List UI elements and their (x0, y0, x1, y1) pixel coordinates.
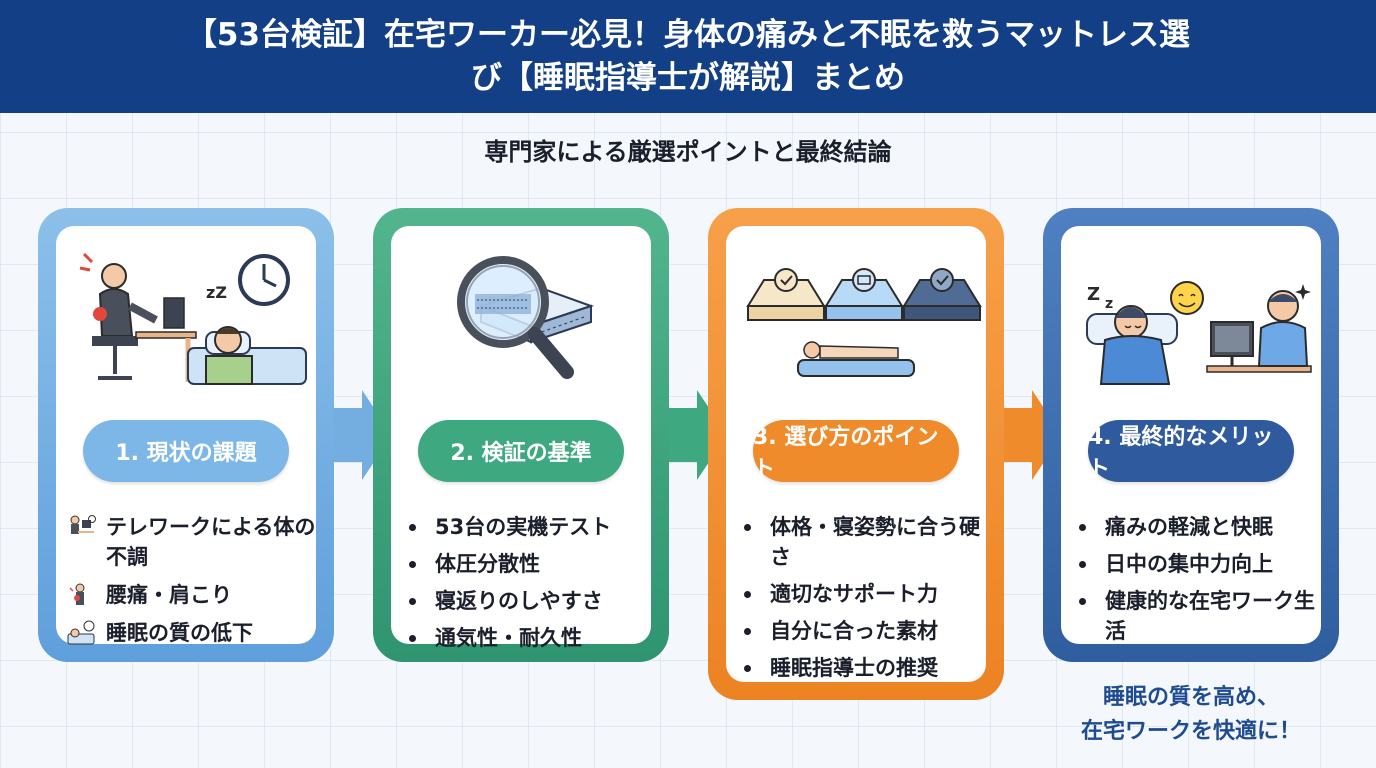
list-item: 体圧分散性 (391, 549, 651, 579)
step-card-4: Z z 4. 最終的なメリット 痛みの軽減と快眠 日中の集中力向上 健康的な在宅… (1043, 208, 1339, 662)
list-item: 日中の集中力向上 (1061, 549, 1321, 579)
mattress-choice-illustration (746, 268, 982, 377)
snore-text: z (1105, 296, 1113, 312)
step-label-2: 2. 検証の基準 (418, 420, 624, 482)
list-item: 寝返りのしやすさ (391, 586, 651, 616)
step-3-list: 体格・寝姿勢に合う硬さ 適切なサポート力 自分に合った素材 睡眠指導士の推奨 (726, 512, 986, 690)
page-header: 【53台検証】在宅ワーカー必見！身体の痛みと不眠を救うマットレス選 び【睡眠指導… (0, 0, 1376, 113)
step-label-4: 4. 最終的なメリット (1088, 420, 1294, 482)
telework-fatigue-illustration: zZ (79, 252, 307, 385)
header-title-line1: 【53台検証】在宅ワーカー必見！身体の痛みと不眠を救うマットレス選 (185, 16, 1191, 53)
list-item: 体格・寝姿勢に合う硬さ (726, 512, 986, 572)
list-item: 53台の実機テスト (391, 512, 651, 542)
desk-worker-icon (70, 515, 96, 534)
list-item: 睡眠の質の低下 (56, 618, 316, 648)
list-item: 通気性・耐久性 (391, 623, 651, 653)
list-item: 睡眠指導士の推奨 (726, 653, 986, 683)
list-item: 自分に合った素材 (726, 616, 986, 646)
slogan-line1: 睡眠の質を高め、 (1102, 685, 1279, 710)
step-card-2: 2. 検証の基準 53台の実機テスト 体圧分散性 寝返りのしやすさ 通気性・耐久… (373, 208, 669, 662)
list-item-text: 睡眠の質の低下 (106, 621, 253, 645)
list-item: 痛みの軽減と快眠 (1061, 512, 1321, 542)
step-2-list: 53台の実機テスト 体圧分散性 寝返りのしやすさ 通気性・耐久性 (391, 512, 651, 660)
list-item: 健康的な在宅ワーク生活 (1061, 586, 1321, 646)
slogan-line2: 在宅ワークを快適に！ (1080, 719, 1301, 744)
step-card-1: zZ 1. 現状の課題 テレワークによる体の不調 (38, 208, 334, 662)
back-pain-icon (69, 583, 85, 605)
step-4-list: 痛みの軽減と快眠 日中の集中力向上 健康的な在宅ワーク生活 (1061, 512, 1321, 653)
header-title-line2: び【睡眠指導士が解説】まとめ (471, 59, 905, 96)
list-item-text: 腰痛・肩こり (106, 583, 232, 607)
snore-text: Z (1087, 284, 1100, 305)
magnifier-mattress-illustration (457, 256, 595, 379)
step-label-1: 1. 現状の課題 (83, 420, 289, 482)
snore-text: zZ (206, 283, 227, 302)
page-subtitle: 専門家による厳選ポイントと最終結論 (484, 138, 892, 166)
list-item: 適切なサポート力 (726, 579, 986, 609)
closing-slogan: 睡眠の質を高め、 在宅ワークを快適に！ (1043, 681, 1339, 749)
step-card-3: 3. 選び方のポイント 体格・寝姿勢に合う硬さ 適切なサポート力 自分に合った素… (708, 208, 1004, 700)
step-1-list: テレワークによる体の不調 腰痛・肩こり 睡眠の質の低下 (56, 512, 316, 656)
list-item: テレワークによる体の不調 (56, 512, 316, 572)
sleeping-person-icon (67, 620, 95, 645)
list-item-text: テレワークによる体の不調 (106, 515, 316, 569)
restful-sleep-productive-work-illustration: Z z (1086, 281, 1312, 385)
step-label-3: 3. 選び方のポイント (753, 420, 959, 482)
list-item: 腰痛・肩こり (56, 580, 316, 610)
